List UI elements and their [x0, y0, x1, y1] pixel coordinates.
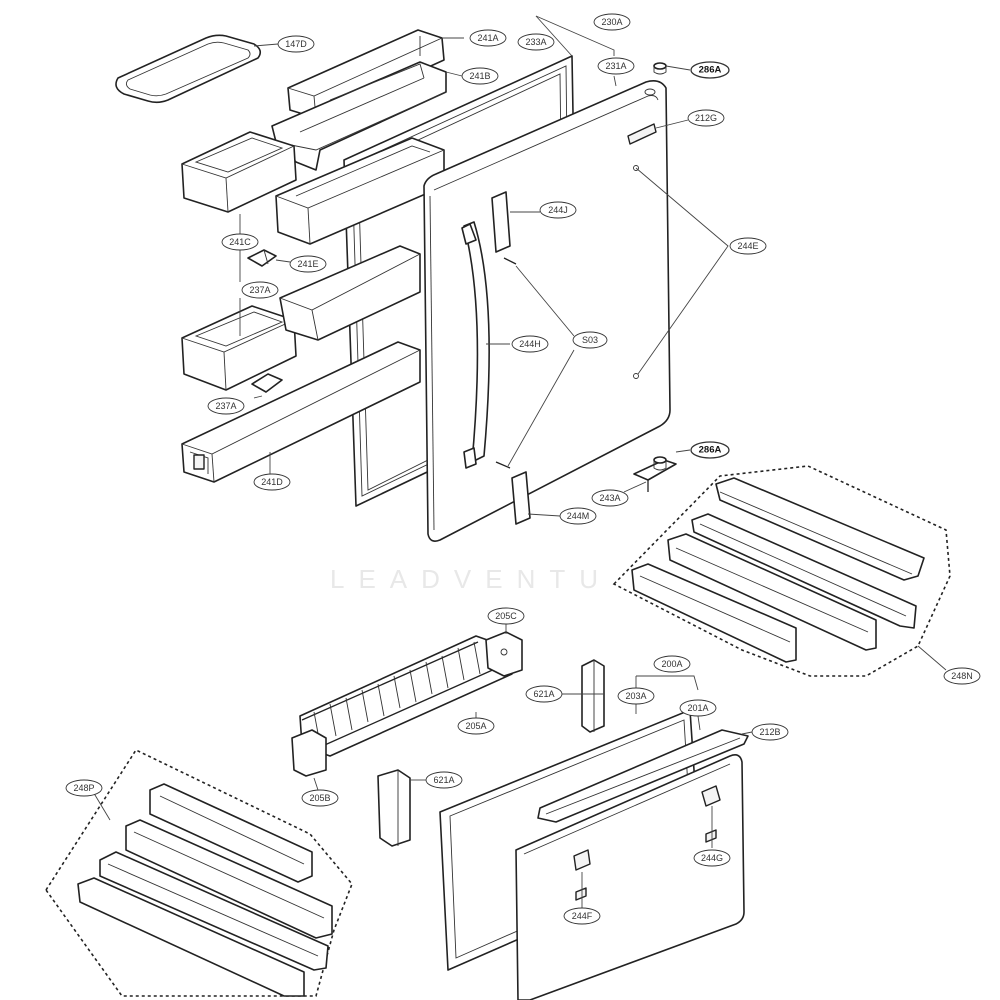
- part-621a-rail-lower: [377, 769, 411, 847]
- part-244h-handle: [461, 221, 490, 469]
- callout-244f: 244F: [563, 907, 601, 925]
- label-244m: 244M: [567, 511, 590, 521]
- part-fresh-food-door: [423, 62, 671, 542]
- label-147d: 147D: [285, 39, 307, 49]
- part-241d-bottom-shelf: [181, 341, 421, 483]
- callout-147d: 147D: [277, 35, 315, 53]
- callout-248n: 248N: [943, 667, 981, 685]
- callout-244h: 244H: [511, 335, 549, 353]
- label-241c: 241C: [229, 237, 251, 247]
- label-244f: 244F: [572, 911, 593, 921]
- callout-233a: 233A: [517, 33, 555, 51]
- part-147d-tray: [115, 34, 262, 104]
- label-244j: 244J: [548, 205, 568, 215]
- callout-237a-lower: 237A: [207, 397, 245, 415]
- part-201a-freezer-door: [515, 754, 745, 1000]
- callout-205a: 205A: [457, 717, 495, 735]
- label-201a: 201A: [687, 703, 708, 713]
- part-241e-clip: [247, 249, 277, 267]
- callout-231a: 231A: [597, 57, 635, 75]
- label-203a: 203A: [625, 691, 646, 701]
- label-230a: 230A: [601, 17, 622, 27]
- label-621a-lower: 621A: [433, 775, 454, 785]
- label-244e: 244E: [737, 241, 758, 251]
- label-241a: 241A: [477, 33, 498, 43]
- callout-244m: 244M: [559, 507, 597, 525]
- callout-212b: 212B: [751, 723, 789, 741]
- label-212b: 212B: [759, 727, 780, 737]
- callout-621a-upper: 621A: [525, 685, 563, 703]
- label-237a-lower: 237A: [215, 401, 236, 411]
- label-212g: 212G: [695, 113, 717, 123]
- part-244m-cap: [511, 471, 531, 525]
- callout-241a: 241A: [469, 29, 507, 47]
- label-241d: 241D: [261, 477, 283, 487]
- part-248p-rail-group: [45, 748, 353, 997]
- callout-241e: 241E: [289, 255, 327, 273]
- label-621a-upper: 621A: [533, 689, 554, 699]
- label-241e: 241E: [297, 259, 318, 269]
- callout-621a-lower: 621A: [425, 771, 463, 789]
- part-212b-handle-bar: [537, 729, 749, 823]
- callout-212g: 212G: [687, 109, 725, 127]
- part-205a-basket: [299, 635, 513, 757]
- callout-244g: 244G: [693, 849, 731, 867]
- label-286a-top: 286A: [699, 65, 722, 76]
- label-205a: 205A: [465, 721, 486, 731]
- part-205c-bracket: [485, 631, 523, 677]
- part-241a-bin: [287, 29, 445, 119]
- part-205b-bracket: [291, 729, 327, 777]
- part-241c-bin-lower: [181, 305, 297, 391]
- label-248n: 248N: [951, 671, 973, 681]
- callout-243a: 243A: [591, 489, 629, 507]
- callout-241b: 241B: [461, 67, 499, 85]
- label-231a: 231A: [605, 61, 626, 71]
- callout-237a-upper: 237A: [241, 281, 279, 299]
- label-286a-mid: 286A: [699, 445, 722, 456]
- callout-230a: 230A: [593, 13, 631, 31]
- callout-241d: 241D: [253, 473, 291, 491]
- part-621a-rail-upper: [581, 659, 605, 733]
- callout-201a: 201A: [679, 699, 717, 717]
- callout-205b: 205B: [301, 789, 339, 807]
- label-241b: 241B: [469, 71, 490, 81]
- callout-248p: 248P: [65, 779, 103, 797]
- label-248p: 248P: [73, 783, 94, 793]
- part-243a-hinge: [633, 456, 677, 492]
- part-248n-rail-group: [612, 465, 951, 677]
- watermark: LEADVENTU: [330, 564, 612, 594]
- label-233a: 233A: [525, 37, 546, 47]
- callout-244e: 244E: [729, 237, 767, 255]
- leader-lines: [91, 15, 947, 908]
- label-244g: 244G: [701, 853, 723, 863]
- label-200a: 200A: [661, 659, 682, 669]
- label-237a-upper: 237A: [249, 285, 270, 295]
- part-241c-bin-upper: [181, 131, 297, 213]
- part-244j-cap: [491, 191, 511, 253]
- label-243a: 243A: [599, 493, 620, 503]
- callout-244j: 244J: [539, 201, 577, 219]
- callout-200a: 200A: [653, 655, 691, 673]
- label-205c: 205C: [495, 611, 517, 621]
- callout-s03: S03: [572, 331, 608, 349]
- label-244h: 244H: [519, 339, 541, 349]
- callout-205c: 205C: [487, 607, 525, 625]
- callout-286a-mid: 286A: [690, 441, 730, 459]
- label-s03: S03: [582, 335, 598, 345]
- callout-241c: 241C: [221, 233, 259, 251]
- part-s03-screws: [495, 257, 517, 469]
- part-237a-clip: [251, 373, 283, 393]
- part-shelf-middle-2: [279, 245, 421, 341]
- label-205b: 205B: [309, 793, 330, 803]
- callout-286a-top: 286A: [690, 61, 730, 79]
- callout-203a: 203A: [617, 687, 655, 705]
